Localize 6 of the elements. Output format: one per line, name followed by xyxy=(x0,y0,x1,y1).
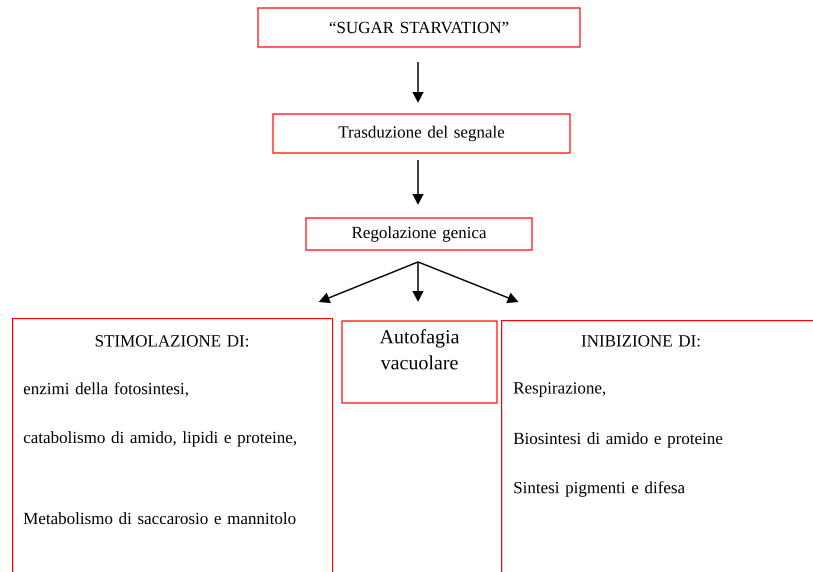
process-box: “SUGAR STARVATION” xyxy=(257,7,581,48)
process-box: Autofagia vacuolare xyxy=(341,320,498,404)
content-box: STIMOLAZIONE DI: enzimi della fotosintesi, catabolismo di amido, lipidi e proteine, Metabolismo di saccarosio e mannitolo xyxy=(12,318,334,572)
process-box: Regolazione genica xyxy=(305,217,533,251)
content-box: INIBIZIONE DI: Respirazione, Biosintesi di amido e proteine Sintesi pigmenti e difesa xyxy=(501,320,813,572)
process-box: Trasduzione del segnale xyxy=(272,113,571,154)
